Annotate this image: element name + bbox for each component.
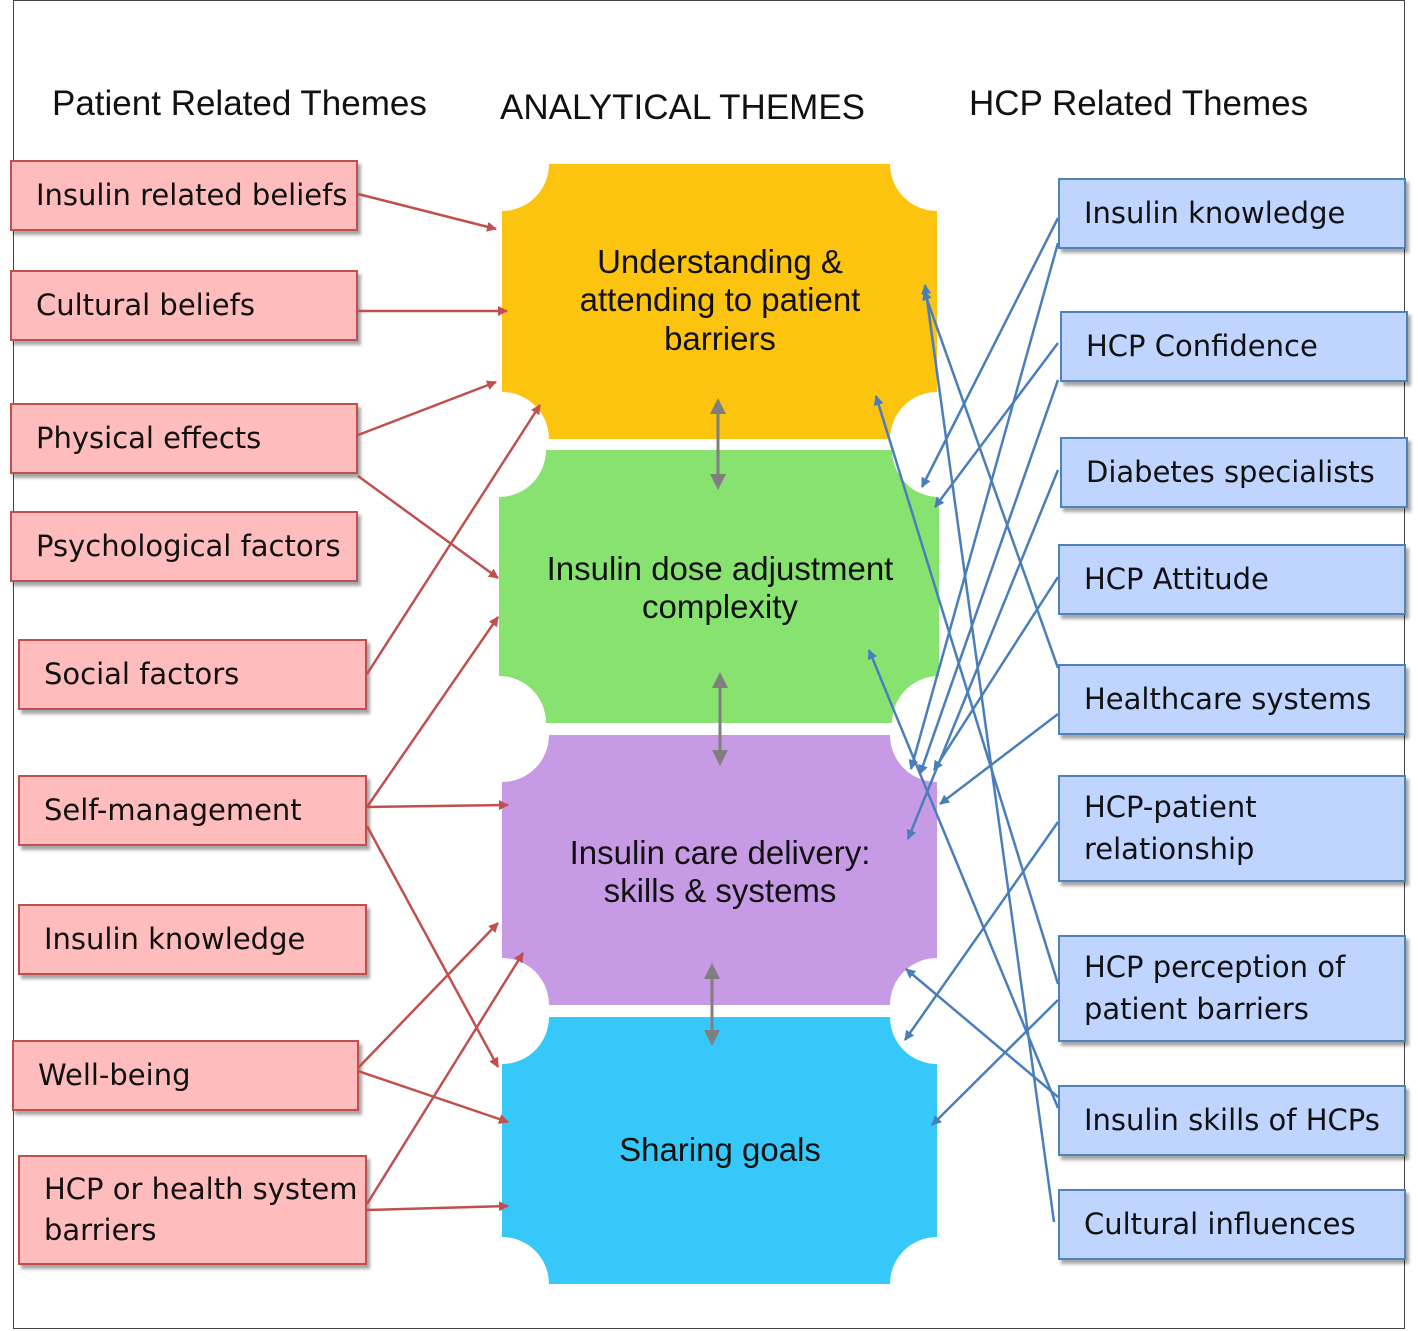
arrow-cultural-influences [921, 284, 1056, 1223]
patient-theme-label: Psychological factors [36, 528, 341, 563]
arrow-hcp-patient-relationship [903, 821, 1060, 1041]
hcp-theme-label: Diabetes specialists [1086, 454, 1375, 489]
arrow-physical-effects-to-dose [357, 474, 499, 580]
patient-theme-insulin-related-beliefs: Insulin related beliefs [10, 160, 358, 231]
patient-theme-self-management: Self-management [18, 775, 367, 846]
arrow-social-factors-to-understanding [365, 404, 542, 675]
theme-shape-dose-adjustment [499, 450, 939, 723]
arrow-hcp-barriers-to-sharing [366, 1201, 509, 1212]
arrow-diabetes-specialists [906, 469, 1060, 840]
arrow-hcp-attitude [932, 576, 1060, 771]
hcp-theme-label: Cultural influences [1084, 1206, 1356, 1241]
theme-shape-understanding [502, 164, 937, 439]
analytical-themes-header: ANALYTICAL THEMES [500, 88, 866, 127]
patient-theme-label: Insulin related beliefs [36, 177, 348, 212]
arrow-hcp-insulin-knowledge-a [920, 217, 1060, 488]
theme-shape-care-delivery [502, 735, 937, 1005]
patient-theme-well-being: Well-being [12, 1040, 359, 1111]
arrow-well-being-to-care [357, 922, 499, 1069]
hcp-theme-hcp-perception-barriers: HCP perception of patient barriers [1058, 935, 1406, 1042]
patient-theme-label: Well-being [38, 1057, 191, 1092]
arrow-physical-effects-to-understanding [357, 380, 497, 437]
patient-theme-social-factors: Social factors [18, 639, 367, 710]
arrow-healthcare-systems-a [939, 713, 1059, 805]
patient-theme-label: Self-management [44, 792, 302, 827]
hcp-theme-label: Insulin skills of HCPs [1084, 1102, 1380, 1137]
theme-sharing-goals-label: Sharing goals [619, 1131, 821, 1168]
arrow-hcp-insulin-knowledge-b [908, 242, 1060, 770]
theme-shape-sharing-goals [502, 1017, 937, 1284]
hcp-theme-hcp-attitude: HCP Attitude [1058, 544, 1406, 615]
arrow-insulin-skills-b [867, 649, 1060, 1109]
patient-theme-psychological-factors: Psychological factors [10, 511, 358, 582]
arrow-hcp-confidence-a [934, 342, 1059, 508]
theme-dose-adjustment-label: Insulin dose adjustment complexity [546, 550, 894, 626]
patient-theme-physical-effects: Physical effects [10, 403, 358, 474]
hcp-theme-insulin-knowledge: Insulin knowledge [1058, 178, 1406, 249]
hcp-theme-label: HCP-patient relationship [1084, 790, 1257, 866]
theme-care-delivery-label: Insulin care delivery: skills & systems [569, 834, 871, 910]
arrow-self-management-to-sharing [365, 825, 500, 1068]
arrow-insulin-beliefs-to-understanding [357, 192, 497, 232]
arrow-hcp-confidence-b [918, 379, 1060, 775]
arrow-hcp-perception-b [931, 999, 1059, 1126]
hcp-theme-cultural-influences: Cultural influences [1058, 1189, 1406, 1260]
hcp-theme-label: HCP Confidence [1086, 328, 1318, 363]
hcp-theme-hcp-confidence: HCP Confidence [1060, 311, 1408, 382]
hcp-theme-label: HCP perception of patient barriers [1084, 950, 1346, 1026]
hcp-theme-label: HCP Attitude [1084, 561, 1269, 596]
patient-theme-label: Insulin knowledge [44, 921, 306, 956]
arrow-self-management-to-care [366, 800, 509, 811]
patient-theme-hcp-health-system-barriers: HCP or health system barriers [18, 1155, 367, 1265]
hcp-theme-label: Healthcare systems [1084, 681, 1372, 716]
arrow-healthcare-systems-b [922, 290, 1060, 669]
hcp-theme-label: Insulin knowledge [1084, 195, 1346, 230]
theme-understanding-label: Understanding & attending to patient bar… [579, 243, 861, 357]
hcp-theme-diabetes-specialists: Diabetes specialists [1060, 437, 1408, 508]
hcp-theme-insulin-skills-hcps: Insulin skills of HCPs [1058, 1085, 1406, 1156]
hcp-theme-hcp-patient-relationship: HCP-patient relationship [1058, 775, 1406, 882]
arrow-hcp-perception-a [873, 395, 1060, 985]
arrow-self-management-to-dose [365, 616, 500, 808]
patient-theme-cultural-beliefs: Cultural beliefs [10, 270, 358, 341]
patient-theme-label: HCP or health system barriers [44, 1171, 358, 1247]
patient-theme-insulin-knowledge: Insulin knowledge [18, 904, 367, 975]
patient-theme-label: Physical effects [36, 420, 262, 455]
patient-themes-header: Patient Related Themes [52, 84, 427, 123]
arrow-hcp-barriers-to-care [365, 952, 525, 1205]
hcp-themes-header: HCP Related Themes [969, 84, 1309, 123]
patient-theme-label: Social factors [44, 656, 240, 691]
hcp-theme-healthcare-systems: Healthcare systems [1058, 664, 1406, 735]
patient-theme-label: Cultural beliefs [36, 287, 255, 322]
